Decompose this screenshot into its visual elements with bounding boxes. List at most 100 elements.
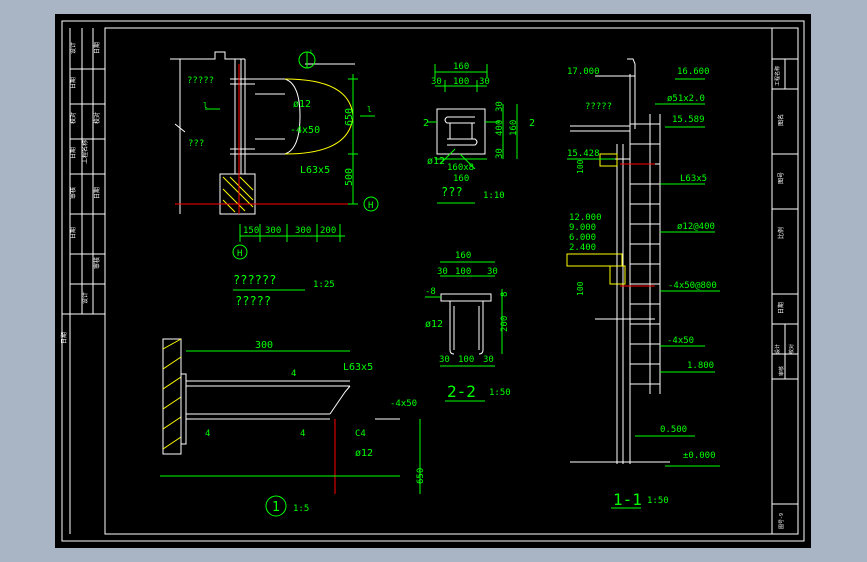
- label-bar-spacing: -4x50@800: [668, 281, 717, 291]
- elev-15589: 15.589: [672, 115, 705, 125]
- left-cell-8: 设计: [81, 292, 89, 304]
- label-rung-spacing: ø12@400: [677, 222, 715, 232]
- s11-scale: 1:50: [647, 496, 669, 506]
- left-cell-4: 日期: [69, 147, 77, 159]
- d1-bar: -4x50: [390, 399, 417, 409]
- dim-650: 650: [344, 108, 355, 126]
- label-angle-11: L63x5: [680, 174, 707, 184]
- s22-scale: 1:50: [489, 388, 511, 398]
- right-title-block: 工程名称 图名 图号 比例 日期 设计 校对 审核 图号-9: [771, 28, 798, 534]
- s22-dim-8: 8: [500, 292, 510, 297]
- drawing-sheet: 设计 日期 校对 日期 审核 日期 工程名称 设计 日期 校对 日期 审核 日期…: [55, 14, 811, 548]
- rung-dim-30b: 30: [479, 77, 490, 87]
- elev-16600: 16.600: [677, 67, 710, 77]
- s22-dim-100: 100: [455, 267, 471, 277]
- left-cell-11: 日期: [93, 187, 101, 199]
- label-angle: L63x5: [300, 165, 330, 176]
- d1-channel: C4: [355, 429, 366, 439]
- dim-100b: 100: [576, 281, 585, 296]
- elev-12000: 12.000: [569, 213, 602, 223]
- rung-flat: 160x8: [447, 163, 474, 173]
- rung-phi12: ø12: [427, 156, 445, 167]
- top-detail: L ????? ??? ø12 -4x50 L63x5 l l 650 500 …: [170, 49, 379, 308]
- axis-h-right: H: [368, 201, 373, 211]
- right-cell-3: 图号: [778, 172, 785, 184]
- rung-dim-30d: 30: [495, 148, 505, 159]
- elev-0000: ±0.000: [683, 451, 716, 461]
- s22-dim-b30a: 30: [439, 355, 450, 365]
- rung-dim-160-side: 160: [509, 120, 519, 136]
- dim-bottom-2: 300: [265, 226, 281, 236]
- top-detail-scale: 1:25: [313, 280, 335, 290]
- dim-500: 500: [344, 168, 355, 186]
- label-bar: -4x50: [290, 125, 320, 136]
- d1-scale: 1:5: [293, 504, 309, 514]
- s22-dim-200: 200: [500, 316, 510, 332]
- cut-left: 2: [423, 118, 429, 129]
- elev-2400: 2.400: [569, 243, 596, 253]
- d1-dim-650: 650: [416, 468, 426, 484]
- right-cell-1: 工程名称: [774, 66, 781, 86]
- dim-bottom-3: 300: [295, 226, 311, 236]
- section-1-1: 17.000: [566, 58, 720, 509]
- left-cell-9: 日期: [93, 42, 101, 54]
- s22-dim-b30b: 30: [483, 355, 494, 365]
- label-phi12: ø12: [293, 99, 311, 110]
- left-cell-3: 校对: [69, 112, 77, 124]
- rung-scale: 1:10: [483, 191, 505, 201]
- left-cell-10: 校对: [93, 112, 101, 124]
- top-detail-title-1: ??????: [233, 273, 276, 287]
- s22-title: 2-2: [447, 382, 476, 401]
- elev-15428: 15.428: [567, 149, 600, 159]
- left-cell-6: 日期: [69, 227, 77, 239]
- left-cell-2: 日期: [69, 77, 77, 89]
- top-detail-title-2: ?????: [235, 294, 271, 308]
- right-cell-8: 审核: [778, 366, 785, 376]
- s22-phi12: ø12: [425, 319, 443, 330]
- svg-text:l: l: [367, 105, 372, 114]
- rung-dim-30a: 30: [431, 77, 442, 87]
- d1-weld1: 4: [291, 369, 296, 379]
- rung-title: ???: [441, 185, 463, 199]
- label-bar-11: -4x50: [667, 336, 694, 346]
- s11-title: 1-1: [613, 490, 642, 509]
- left-cell-13: 日期: [60, 332, 68, 344]
- rung-dim-160: 160: [453, 62, 469, 72]
- s22-dim-160: 160: [455, 251, 471, 261]
- left-cell-5: 审核: [69, 187, 77, 199]
- right-cell-4: 比例: [777, 227, 785, 239]
- label-wall: ?????: [187, 76, 214, 86]
- svg-text:L: L: [310, 49, 314, 56]
- dim-bottom-4: 200: [320, 226, 336, 236]
- rung-dim-100: 100: [453, 77, 469, 87]
- rung-dim-160-bottom: 160: [453, 174, 469, 184]
- axis-h-bottom: H: [237, 249, 242, 259]
- rung-section: 160 30 100 30 2 2 30 400 30 160 160 ø12 …: [423, 62, 535, 204]
- label-parapet: ?????: [585, 102, 612, 112]
- elev-0500: 0.500: [660, 425, 687, 435]
- inner-frame: [104, 27, 799, 535]
- right-cell-6: 设计: [774, 344, 781, 354]
- s22-plate: -8: [425, 287, 436, 297]
- outer-frame: [61, 20, 805, 542]
- s22-dim-30a: 30: [437, 267, 448, 277]
- rung-dim-30c: 30: [495, 101, 505, 112]
- elev-6000: 6.000: [569, 233, 596, 243]
- d1-phi12: ø12: [355, 448, 373, 459]
- right-cell-7: 校对: [788, 344, 795, 354]
- s22-dim-b100: 100: [458, 355, 474, 365]
- label-anchor: ???: [188, 139, 204, 149]
- d1-dim-300: 300: [255, 340, 273, 351]
- svg-text:l: l: [203, 101, 208, 110]
- right-cell-5: 日期: [777, 302, 785, 314]
- dim-bottom-1: 150: [243, 226, 259, 236]
- section-2-2: 160 30 100 30 -8 8 200 ø12 30 100 30 2-2…: [425, 251, 511, 402]
- left-cell-1: 设计: [69, 42, 77, 54]
- left-cell-7: 工程名称: [81, 140, 89, 164]
- elev-9000: 9.000: [569, 223, 596, 233]
- elev-17000: 17.000: [567, 67, 600, 77]
- cad-drawing: 设计 日期 校对 日期 审核 日期 工程名称 设计 日期 校对 日期 审核 日期…: [60, 20, 805, 542]
- cut-right: 2: [529, 118, 535, 129]
- label-pipe: ø51x2.0: [667, 94, 705, 104]
- d1-angle: L63x5: [343, 362, 373, 373]
